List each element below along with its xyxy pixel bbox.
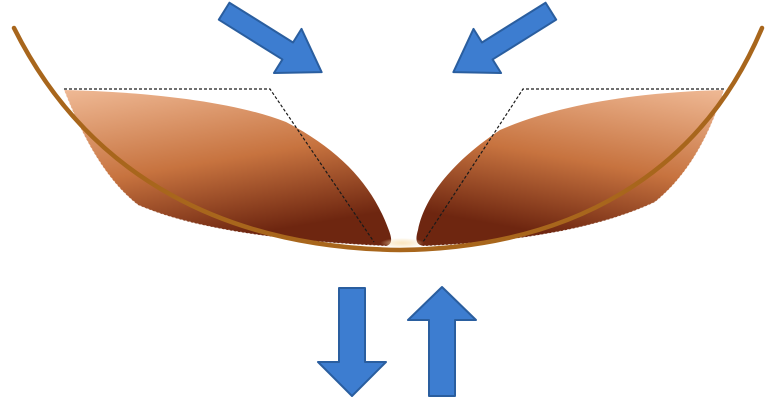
arrow-down-icon [318,288,386,396]
shaded-right-lobe [416,90,724,246]
arrow-up-icon [408,287,476,396]
arrow-down-left-icon [440,0,565,94]
arrow-down-right-icon [210,0,335,94]
gap-highlight [380,238,424,248]
